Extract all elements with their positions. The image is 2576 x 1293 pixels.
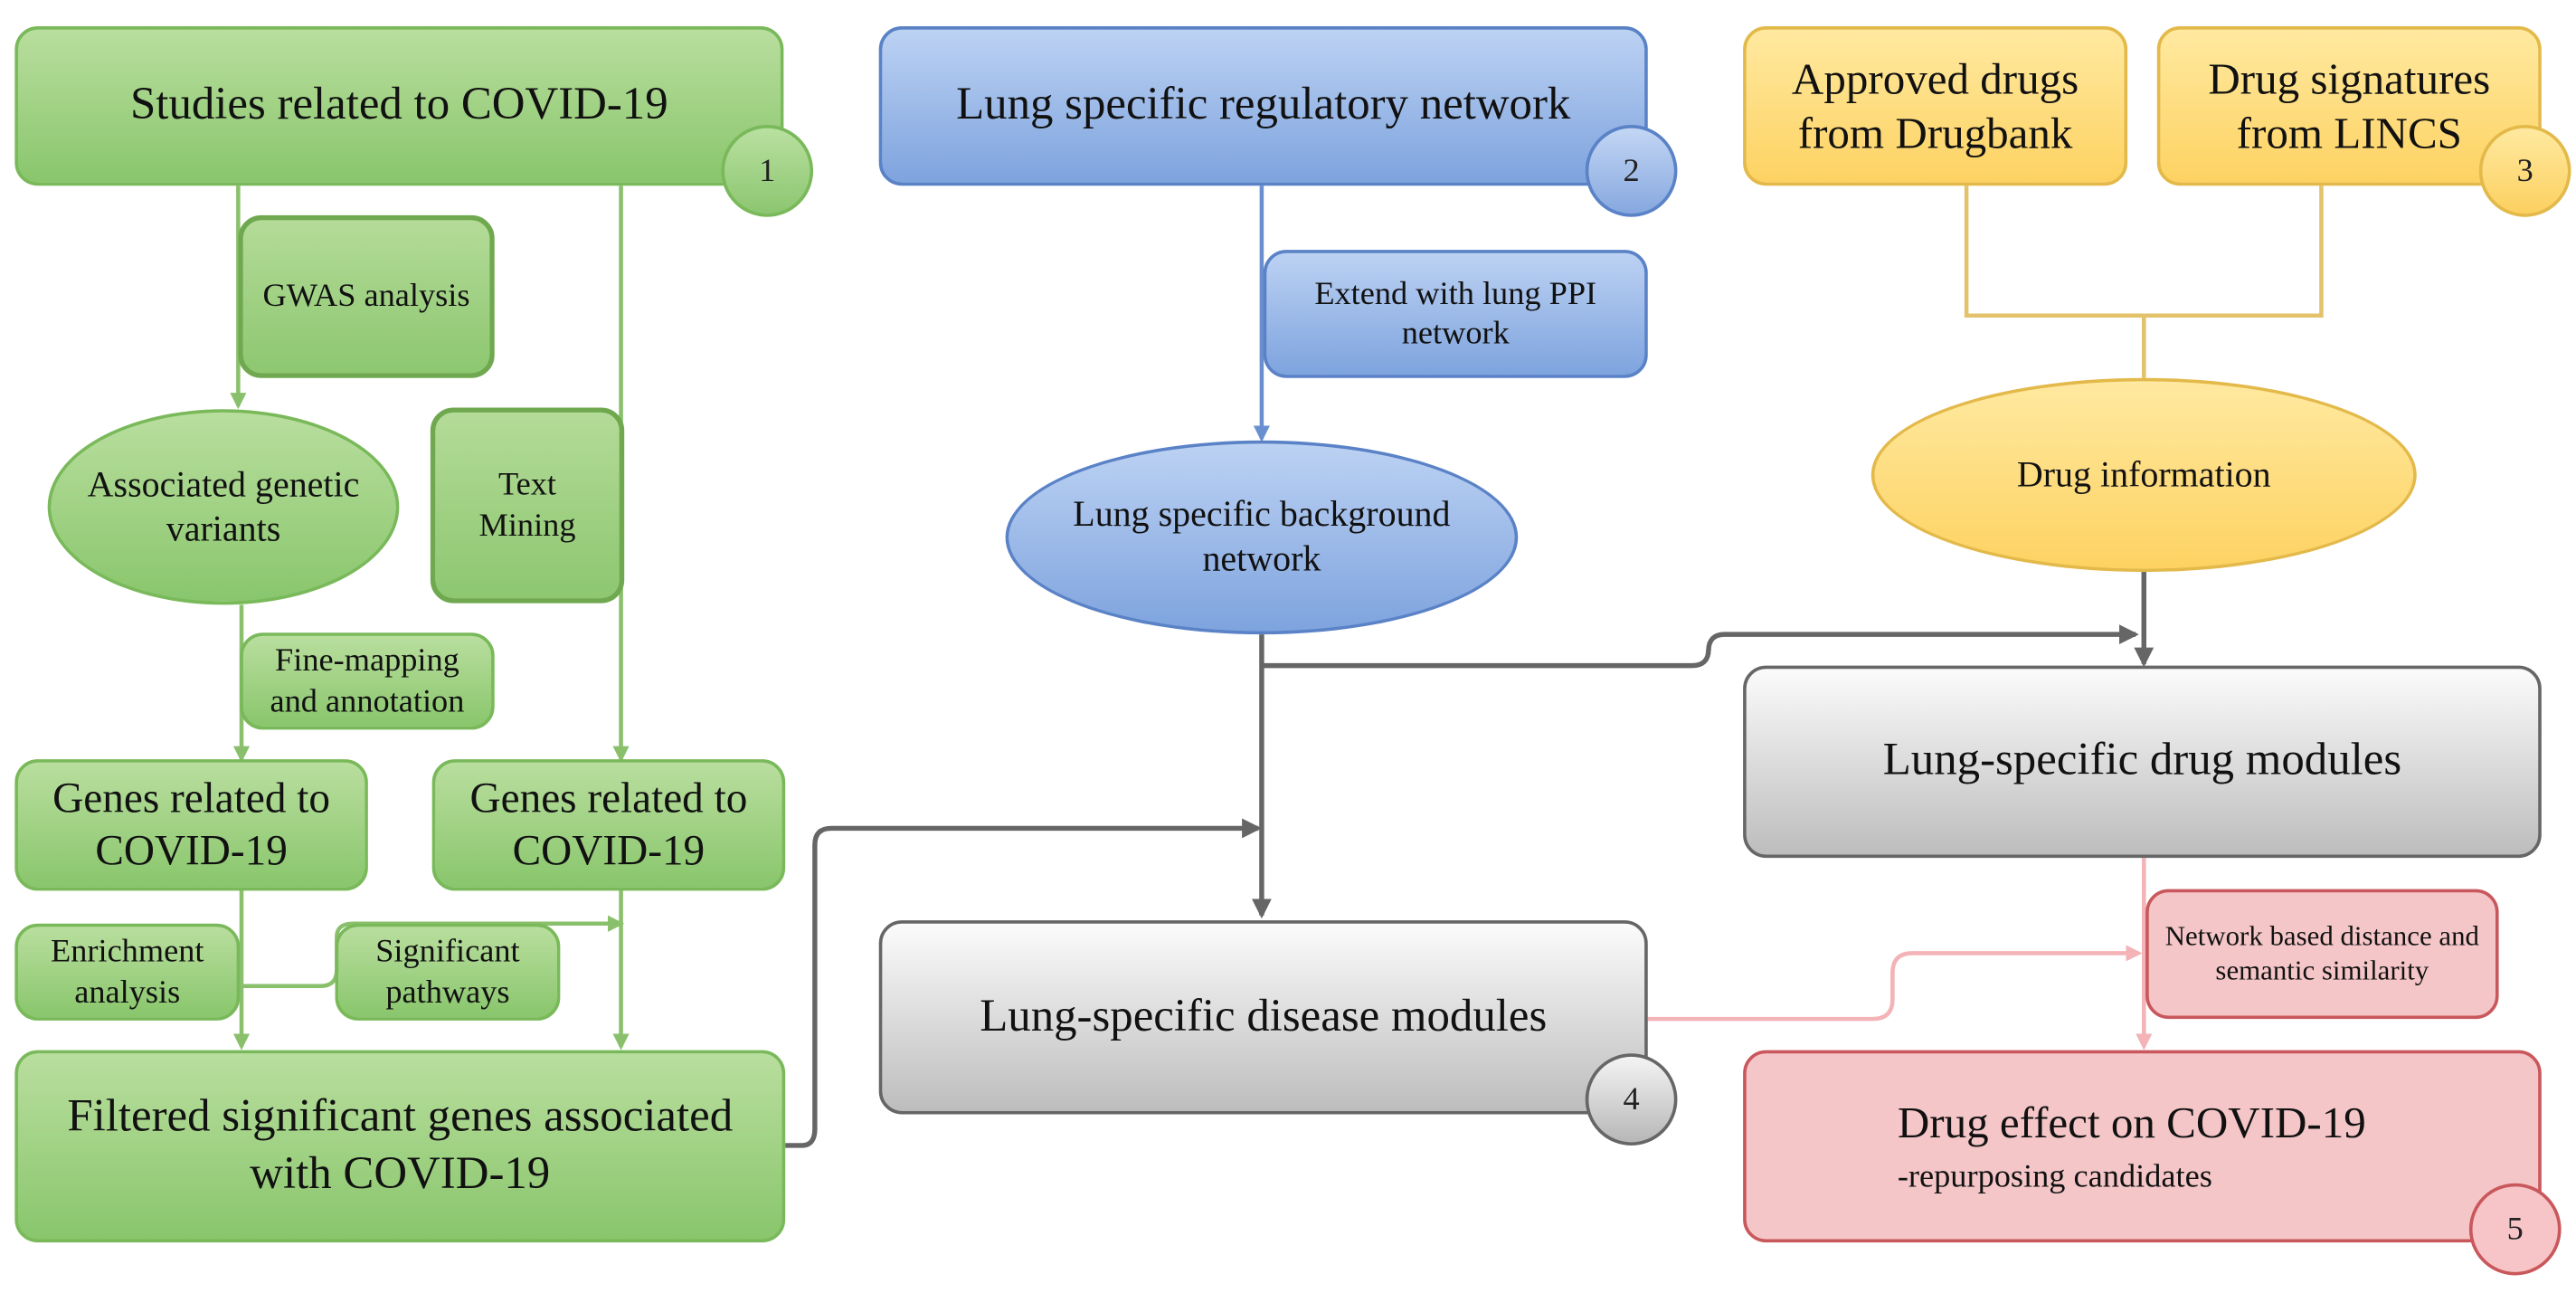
significant-pathways-node: Significant pathways [335, 923, 561, 1021]
approved-drugs-label: Approved drugs from Drugbank [1791, 53, 2079, 157]
drug-effect-title: Drug effect on COVID-19 [1897, 1097, 2366, 1147]
drug-modules-node: Lung-specific drug modules [1743, 665, 2542, 859]
fine-mapping-node: Fine-mapping and annotation [240, 632, 495, 730]
step-badge-5: 5 [2468, 1183, 2562, 1276]
genes-related-right-node: Genes related to COVID-19 [431, 759, 786, 891]
lung-background-network-node: Lung specific background network [1005, 440, 1519, 635]
fine-mapping-label: Fine-mapping and annotation [270, 642, 465, 719]
extend-ppi-label: Extend with lung PPI network [1314, 275, 1597, 352]
step-badge-2: 2 [1585, 125, 1678, 217]
associated-variants-label: Associated genetic variants [87, 462, 360, 548]
drug-effect-node: Drug effect on COVID-19 -repurposing can… [1743, 1050, 2542, 1243]
network-distance-node: Network based distance and semantic simi… [2145, 889, 2499, 1020]
lung-background-network-label: Lung specific background network [1073, 493, 1451, 579]
lung-regulatory-network-node: Lung specific regulatory network [878, 26, 1648, 186]
enrichment-analysis-node: Enrichment analysis [14, 923, 241, 1021]
significant-pathways-label: Significant pathways [375, 933, 520, 1011]
genes-related-left-node: Genes related to COVID-19 [14, 759, 368, 891]
step-badge-4: 4 [1585, 1053, 1678, 1146]
drug-information-node: Drug information [1870, 377, 2417, 573]
genes-related-right-label: Genes related to COVID-19 [469, 774, 748, 875]
step-badge-1: 1 [721, 125, 814, 217]
approved-drugs-node: Approved drugs from Drugbank [1743, 26, 2128, 186]
step-badge-3: 3 [2478, 125, 2571, 217]
filtered-genes-node: Filtered significant genes associated wi… [14, 1050, 786, 1243]
studies-related-label: Studies related to COVID-19 [130, 79, 668, 131]
gwas-analysis-node: GWAS analysis [238, 214, 495, 378]
drug-signatures-node: Drug signatures from LINCS [2156, 26, 2542, 186]
arrow-filtered-to-disease-modules [785, 818, 1262, 1148]
arrow-disease-modules-to-drug-effect [1647, 945, 2143, 1022]
text-mining-label: Text Mining [478, 467, 576, 544]
associated-variants-node: Associated genetic variants [47, 409, 400, 605]
genes-related-left-label: Genes related to COVID-19 [52, 774, 331, 875]
extend-ppi-node: Extend with lung PPI network [1263, 250, 1648, 378]
drug-effect-subtitle: -repurposing candidates [1897, 1158, 2212, 1195]
line-approved-drugs-to-junction [1964, 185, 2324, 318]
disease-modules-label: Lung-specific disease modules [980, 991, 1548, 1042]
drug-signatures-label: Drug signatures from LINCS [2208, 53, 2491, 157]
text-mining-node: Text Mining [430, 407, 625, 604]
enrichment-analysis-label: Enrichment analysis [51, 933, 204, 1011]
drug-modules-label: Lung-specific drug modules [1882, 735, 2402, 786]
gwas-analysis-label: GWAS analysis [262, 278, 470, 315]
studies-related-node: Studies related to COVID-19 [14, 26, 784, 186]
network-distance-label: Network based distance and semantic simi… [2164, 919, 2479, 985]
filtered-genes-label: Filtered significant genes associated wi… [67, 1091, 734, 1199]
drug-information-label: Drug information [2016, 452, 2271, 494]
arrow-background-to-drug-modules [1261, 624, 2139, 669]
disease-modules-node: Lung-specific disease modules [878, 920, 1648, 1115]
lung-regulatory-network-label: Lung specific regulatory network [956, 79, 1571, 131]
